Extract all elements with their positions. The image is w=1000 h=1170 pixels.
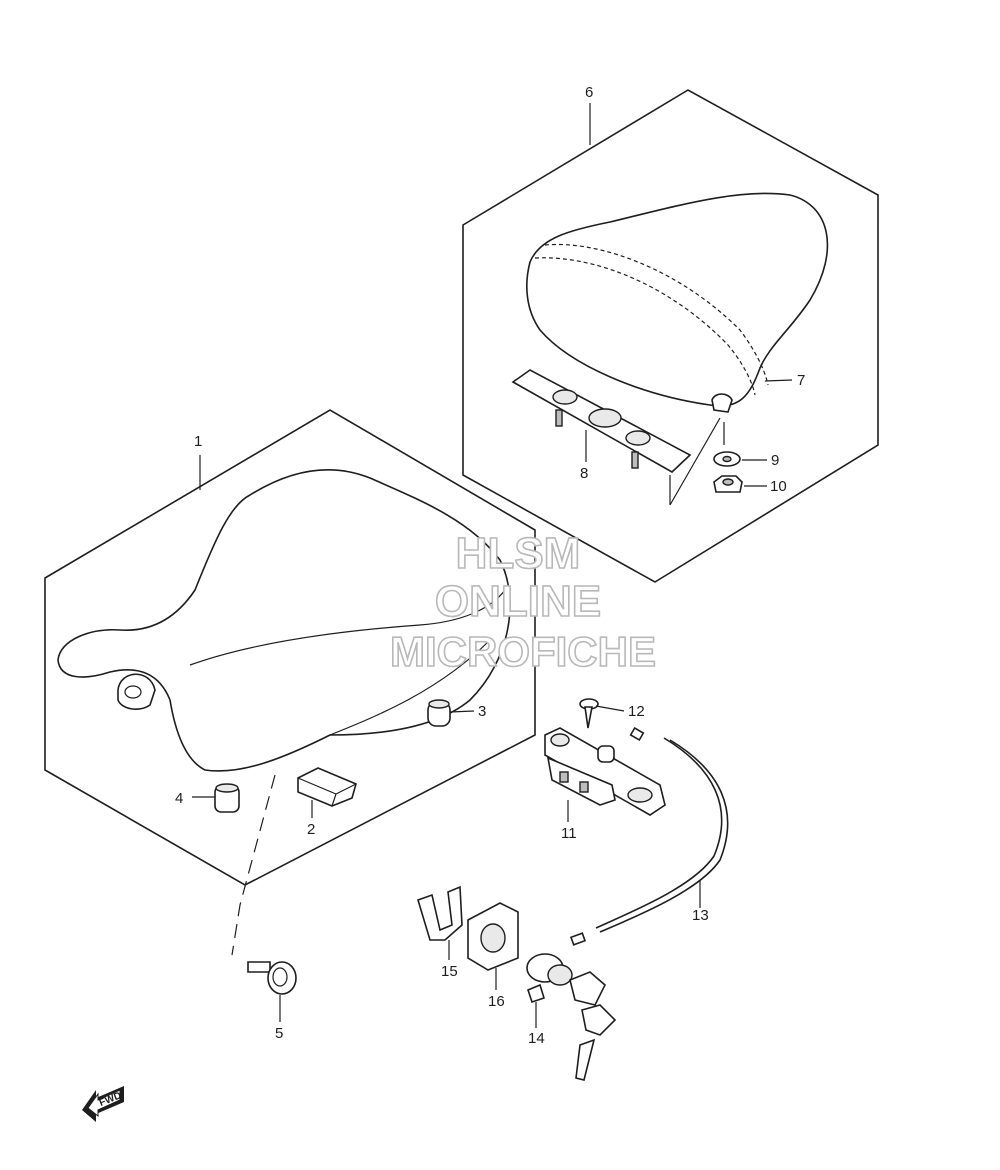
seat-lock-assembly[interactable] [544,727,666,816]
callout-14: 14 [528,1030,545,1047]
watermark-line-3: MICROFICHE [390,628,656,675]
callout-5: 5 [275,1025,283,1042]
callout-2: 2 [307,821,315,838]
cushion-4[interactable] [214,783,240,813]
callout-4: 4 [175,790,183,807]
leader-lines [192,103,793,1028]
watermark-line-2: ONLINE [435,577,601,626]
rear-seat-outline-box [462,89,879,583]
forward-arrow-icon [82,1086,124,1122]
cushion-3[interactable] [427,699,451,727]
rear-seat-group [462,89,879,583]
cable-clip[interactable] [417,885,463,941]
seat-lock-cable[interactable] [569,726,729,946]
callout-8: 8 [580,465,588,482]
callout-7: 7 [797,372,805,389]
callout-1: 1 [194,433,202,450]
callout-12: 12 [628,703,645,720]
seat-bolt[interactable] [247,961,297,995]
callout-3: 3 [478,703,486,720]
forward-direction-badge: FWD [82,1086,124,1122]
seat-pad[interactable] [297,767,357,807]
callout-labels: 1 2 3 4 5 6 7 8 9 10 11 12 13 14 15 16 [175,84,805,1047]
callout-6: 6 [585,84,593,101]
front-seat-outline-box [44,409,536,886]
key-lock[interactable] [526,953,617,1081]
callout-10: 10 [770,478,787,495]
callout-13: 13 [692,907,709,924]
callout-9: 9 [771,452,779,469]
lock-plate[interactable] [467,902,519,971]
callout-16: 16 [488,993,505,1010]
seat-hook [117,673,156,710]
callout-11: 11 [561,825,577,842]
rear-seat[interactable] [526,192,829,407]
watermark: HLSM ONLINE MICROFICHE [389,528,657,676]
lock-screw[interactable] [579,698,599,729]
callout-15: 15 [441,963,458,980]
watermark-line-1: HLSM [456,529,581,578]
front-seat[interactable] [57,468,511,772]
front-seat-group [44,409,536,956]
